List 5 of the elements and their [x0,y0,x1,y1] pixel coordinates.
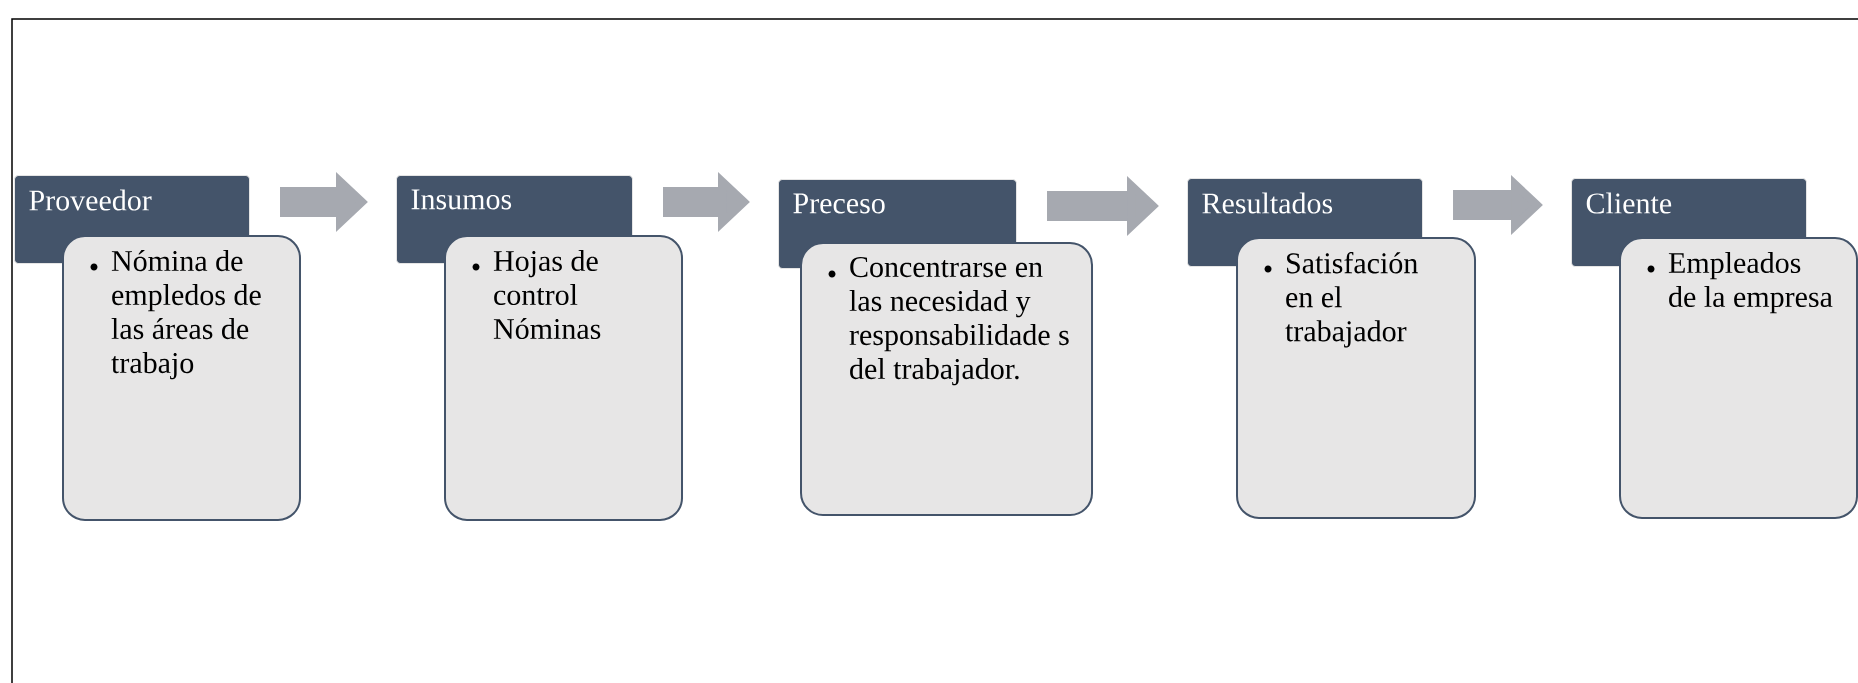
content-box: Nómina de empledos de las áreas de trabajo [62,235,301,521]
content-box: Satisfación en el trabajador [1236,237,1476,519]
content-box: Concentrarse en las necesidad y responsabilidade s del trabajador. [800,242,1093,516]
content-box: Hojas de control Nóminas [444,235,683,521]
content-box: Empleados de la empresa [1619,237,1858,519]
